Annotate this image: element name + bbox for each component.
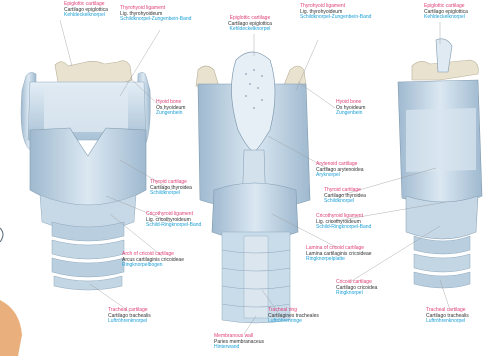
- label-thyroid-cartilage-left: Thyroid cartilage Cartilago thyroidea Sc…: [150, 180, 192, 197]
- label-tracheal-cartilage-right: Tracheal cartilage Cartilago trachealis …: [426, 308, 469, 325]
- label-arytenoid-cartilage: Arytenoid cartilage Cartilago arytenoide…: [316, 162, 364, 179]
- label-cricoid-cartilage: Cricoid cartilage Cartilago cricoidea Ri…: [336, 280, 377, 297]
- label-tracheal-ring: Tracheal ring Cartilagines tracheales Lu…: [268, 308, 319, 325]
- label-membranous-wall: Membranous wall Paries membranaceus Hint…: [214, 334, 264, 351]
- larynx-posterior-view: [196, 52, 310, 323]
- label-hyoid-bone-mid: Hyoid bone Os hyoideum Zungenbein: [336, 100, 365, 117]
- label-epiglottic-cartilage-right: Epiglottic cartilage Cartilago epiglotti…: [424, 4, 468, 21]
- label-lamina-of-cricoid-cartilage: Lamina of cricoid cartilage Lamina carti…: [306, 246, 372, 263]
- label-cricothyroid-ligament-right: Cricothyroid ligament Lig. cricothyroide…: [316, 214, 371, 231]
- label-epiglottic-cartilage-mid: Epiglottic cartilage Cartilago epiglotti…: [228, 16, 272, 33]
- label-hyoid-bone-left: Hyoid bone Os hyoideum Zungenbein: [156, 100, 185, 117]
- label-arch-of-cricoid-cartilage: Arch of cricoid cartilage Arcus cartilag…: [122, 252, 184, 269]
- larynx-lateral-view: [398, 39, 482, 288]
- label-tracheal-cartilage-left: Tracheal cartilage Cartilago trachealis …: [108, 308, 151, 325]
- skin-shape: [0, 300, 22, 356]
- label-cricothyroid-ligament-left: Cricothyroid ligament Lig. cricothyroide…: [146, 212, 201, 229]
- label-thyrohyoid-ligament-mid: Thyrohyoid ligament Lig. thyrohyoideum S…: [300, 4, 371, 21]
- label-thyroid-cartilage-right: Thyroid cartilage Cartilago thyroidea Sc…: [324, 188, 366, 205]
- label-epiglottic-cartilage-left: Epiglottic cartilage Cartilago epiglotti…: [64, 2, 108, 19]
- label-thyrohyoid-ligament-left: Thyrohyoid ligament Lig. thyrohyoideum S…: [120, 6, 191, 23]
